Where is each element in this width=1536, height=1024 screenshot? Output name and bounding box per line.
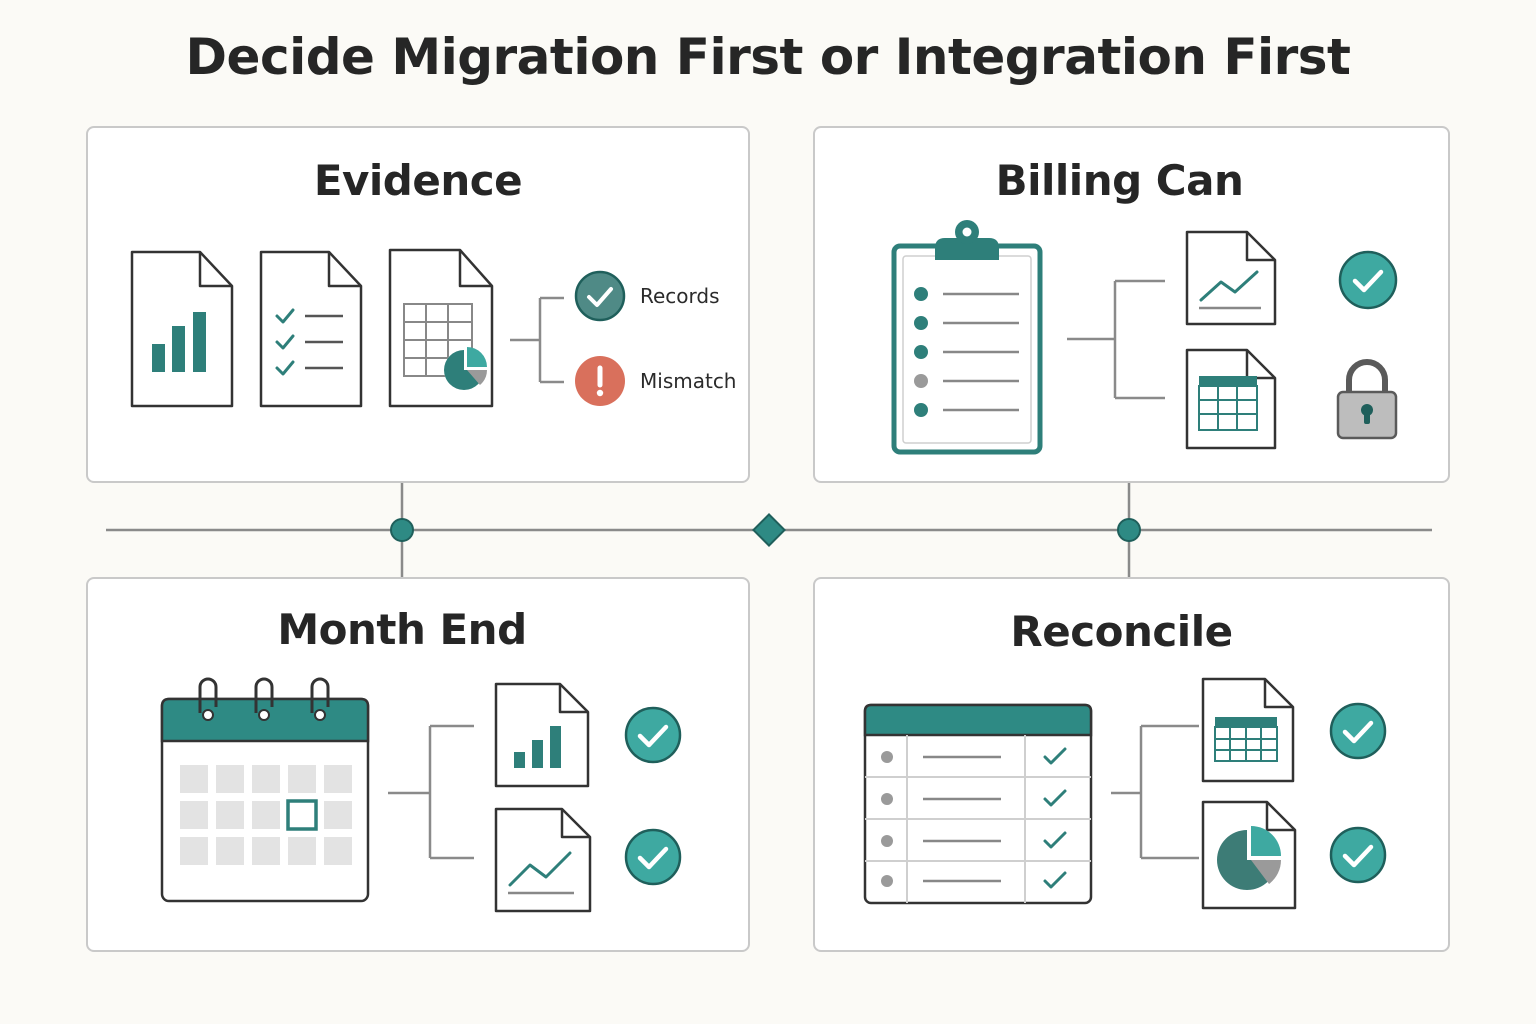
- panel-title-month-end: Month End: [277, 605, 527, 654]
- outcome-label-records: Records: [640, 284, 720, 308]
- check-circle-icon: [624, 828, 682, 886]
- checklist-document-icon: [259, 250, 363, 408]
- timeline-node-left: [390, 518, 414, 542]
- table-document-icon: [1185, 348, 1277, 450]
- line-chart-document-icon: [1185, 230, 1277, 326]
- pie-chart-document-icon: [1201, 800, 1297, 910]
- panel-reconcile: Reconcile: [813, 577, 1450, 952]
- billing-connector: [1067, 279, 1165, 400]
- check-circle-icon: [1329, 702, 1387, 760]
- line-chart-document-icon: [494, 807, 592, 913]
- table-document-icon: [1201, 677, 1295, 783]
- padlock-icon: [1336, 359, 1398, 440]
- month-end-connector: [388, 724, 474, 860]
- clipboard-list-icon: [891, 220, 1043, 455]
- page-title: Decide Migration First or Integration Fi…: [185, 28, 1351, 86]
- panel-title-reconcile: Reconcile: [1010, 607, 1233, 656]
- exclamation-circle-icon: [575, 356, 625, 406]
- check-circle-icon: [624, 706, 682, 764]
- bar-chart-document-icon: [494, 682, 590, 788]
- timeline-diamond: [752, 513, 786, 547]
- panel-billing: Billing Can: [813, 126, 1450, 483]
- checked-table-icon: [863, 703, 1093, 905]
- bar-chart-document-icon: [130, 250, 234, 408]
- outcome-label-mismatch: Mismatch: [640, 369, 737, 393]
- panel-title-evidence: Evidence: [313, 156, 523, 205]
- check-circle-icon: [1338, 250, 1398, 310]
- calendar-icon: [160, 677, 370, 903]
- panel-month-end: Month End: [86, 577, 750, 952]
- evidence-connector: [510, 296, 564, 384]
- panel-evidence: Evidence: [86, 126, 750, 483]
- reconcile-connector: [1111, 724, 1199, 860]
- check-circle-icon: [574, 270, 626, 322]
- table-pie-document-icon: [388, 248, 494, 408]
- timeline-node-right: [1117, 518, 1141, 542]
- panel-title-billing: Billing Can: [995, 156, 1244, 205]
- check-circle-icon: [1329, 826, 1387, 884]
